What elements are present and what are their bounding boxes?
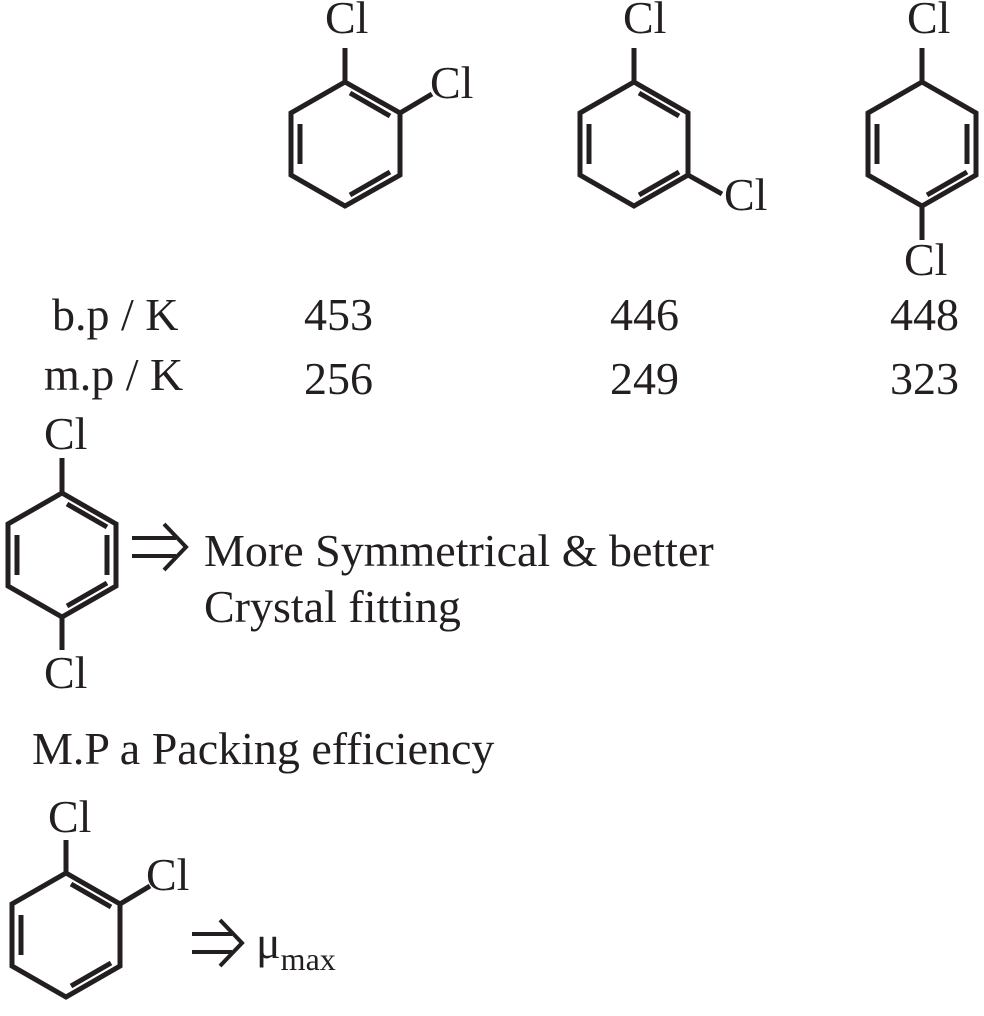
meta-dichlorobenzene-structure: Cl Cl [577, 0, 767, 220]
ortho-mp-value: 256 [304, 353, 373, 404]
implies-arrow-icon [132, 522, 189, 572]
implies-arrow-icon [192, 918, 245, 968]
para-dichlorobenzene-note-structure: Cl Cl [5, 408, 119, 698]
para-mp-value: 323 [890, 353, 959, 404]
mp-row-label: m.p / K [44, 349, 184, 400]
ortho-cl-2-label: Cl [430, 57, 473, 108]
bp-row-label: b.p / K [52, 289, 179, 340]
meta-cl-1-label: Cl [623, 0, 666, 43]
note-para-cl-4-label: Cl [44, 647, 87, 698]
mp-packing-relation: M.P a Packing efficiency [32, 723, 495, 774]
mu-symbol: μ [256, 917, 281, 968]
ortho-cl-1-label: Cl [325, 0, 368, 43]
note-ortho-cl-2-label: Cl [146, 849, 189, 900]
note-para-cl-1-label: Cl [44, 408, 87, 459]
para-cl-4-label: Cl [904, 234, 947, 285]
ortho-dichlorobenzene-structure: Cl Cl [288, 0, 473, 209]
symmetry-note-line-2: Crystal fitting [204, 581, 461, 632]
note-ortho-cl-1-label: Cl [48, 791, 91, 842]
ortho-bp-value: 453 [304, 289, 373, 340]
symmetry-note-line-1: More Symmetrical & better [204, 525, 714, 576]
dipole-max-note: μmax [256, 917, 336, 976]
mu-subscript: max [280, 941, 336, 977]
ortho-dichlorobenzene-note-structure: Cl Cl [9, 791, 189, 1000]
meta-mp-value: 249 [610, 353, 679, 404]
para-dichlorobenzene-structure: Cl Cl [865, 0, 979, 285]
meta-bp-value: 446 [610, 289, 679, 340]
para-bp-value: 448 [890, 289, 959, 340]
meta-cl-3-label: Cl [724, 169, 767, 220]
para-cl-1-label: Cl [907, 0, 950, 43]
